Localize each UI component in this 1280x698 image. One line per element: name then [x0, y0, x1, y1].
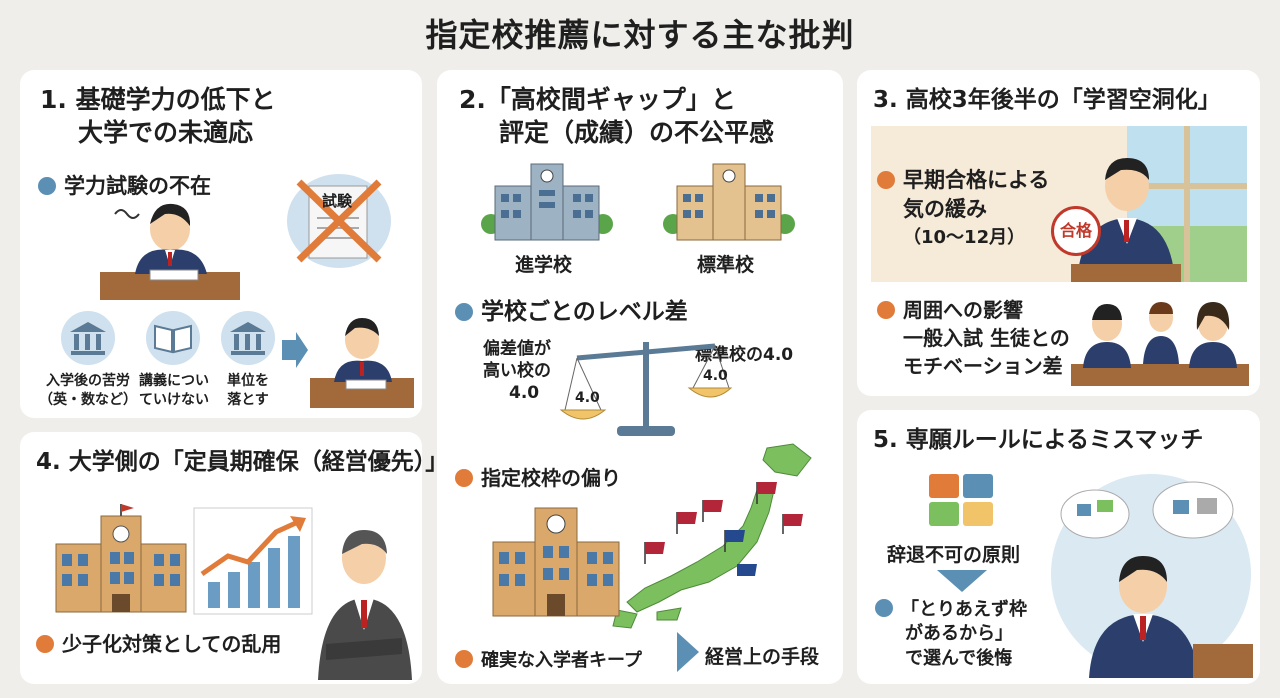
standard-school-label: 標準校 — [697, 254, 755, 276]
book-icon — [146, 311, 200, 365]
card1-heading: 1. 基礎学力の低下と 大学での未適応 — [40, 85, 276, 147]
regretful-student-illustration — [1051, 474, 1253, 678]
no-exam-icon — [287, 174, 391, 268]
bullet-dot-icon — [455, 303, 473, 321]
exam-sign-label: 試験 — [322, 192, 353, 210]
stressed-student-illustration — [100, 203, 240, 300]
card-university-enrollment: 4. 大学側の「定員期確保（経営優先）」 — [20, 432, 448, 684]
university-building-illustration — [55, 504, 187, 613]
university-icon — [61, 311, 115, 365]
card4-bullet: 少子化対策としての乱用 — [36, 628, 281, 657]
card-study-vacuum: 3. 高校3年後半の「学習空洞化」 合格 早期合格による 気の緩み （10〜12… — [857, 70, 1260, 396]
window-illustration — [1127, 126, 1247, 282]
arrow-right-icon — [282, 332, 308, 368]
growth-chart-icon — [193, 507, 313, 615]
card2-bullet-quota-bias: 指定校枠の偏り — [455, 462, 621, 491]
struggling-student-illustration — [310, 318, 414, 408]
card-school-gap: 2.「高校間ギャップ」と 評定（成績）の不公平感 進学校 標準校 学校ごとのレベ… — [437, 70, 843, 684]
arrow-down-icon — [937, 570, 987, 592]
card-academic-decline: 1. 基礎学力の低下と 大学での未適応 学力試験の不在 試験 入学後の苦労（英・… — [20, 70, 422, 418]
bullet-dot-icon — [38, 177, 56, 195]
bullet-dot-icon — [36, 635, 54, 653]
card-mismatch: 5. 専願ルールによるミスマッチ 辞退不可の原則 「とりあえず枠 があるから」 … — [857, 410, 1260, 684]
card1-item-2: 講義についていけない — [139, 373, 209, 408]
card5-heading: 5. 専願ルールによるミスマッチ — [873, 427, 1204, 453]
card1-item-3: 単位を落とす — [227, 373, 269, 408]
school-building-illustration — [492, 507, 620, 617]
businessman-illustration — [318, 530, 412, 680]
japan-map-illustration — [612, 443, 812, 629]
classmates-illustration — [1071, 302, 1249, 386]
bullet-dot-icon — [455, 469, 473, 487]
balance-scale-icon — [559, 342, 733, 436]
card4-heading: 4. 大学側の「定員期確保（経営優先）」 — [36, 449, 449, 475]
prep-school-building-icon — [481, 163, 613, 241]
card1-item-1: 入学後の苦労（英・数など） — [39, 373, 137, 408]
pan-right-value: 4.0 — [703, 368, 728, 384]
card1-bullet: 学力試験の不在 — [38, 170, 211, 200]
arrow-right-icon — [677, 632, 699, 672]
card3-heading: 3. 高校3年後半の「学習空洞化」 — [873, 87, 1221, 113]
bullet-dot-icon — [875, 599, 893, 617]
management-means-label: 経営上の手段 — [705, 646, 820, 668]
card2-bullet-level-gap: 学校ごとのレベル差 — [455, 292, 688, 326]
card5-bullet-regret: 「とりあえず枠 があるから」 で選んで後悔 — [875, 598, 1027, 671]
no-withdrawal-label: 辞退不可の原則 — [887, 544, 1021, 566]
classroom-scene: 合格 — [871, 126, 1247, 282]
university-icon — [221, 311, 275, 365]
page-title: 指定校推薦に対する主な批判 — [425, 16, 855, 54]
happy-student-illustration — [1071, 158, 1181, 282]
pass-stamp: 合格 — [1051, 206, 1101, 256]
card3-bullet-influence: 周囲への影響 一般入試 生徒との モチベーション差 — [877, 296, 1070, 380]
card2-heading: 2.「高校間ギャップ」と 評定（成績）の不公平感 — [459, 85, 775, 147]
puzzle-icon — [929, 474, 993, 526]
bullet-dot-icon — [877, 171, 895, 189]
card2-bullet-secure-enrollment: 確実な入学者キープ — [455, 646, 642, 672]
prep-school-label: 進学校 — [515, 254, 573, 276]
standard-school-building-icon — [663, 163, 795, 241]
card3-bullet-relaxed: 早期合格による 気の緩み （10〜12月） — [877, 166, 1049, 250]
bullet-dot-icon — [455, 650, 473, 668]
bullet-dot-icon — [877, 301, 895, 319]
pan-left-value: 4.0 — [575, 390, 600, 406]
